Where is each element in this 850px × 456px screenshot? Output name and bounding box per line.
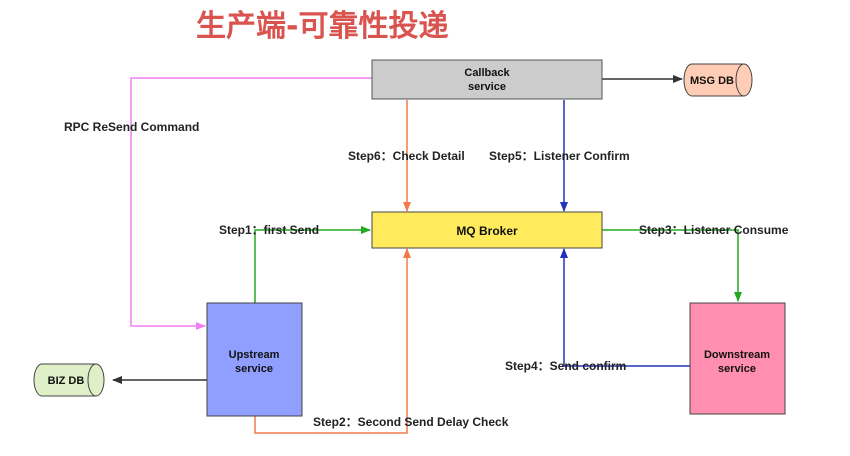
msg-db-cylinder-face bbox=[735, 63, 745, 97]
mq-broker-node: MQ Broker bbox=[371, 211, 603, 249]
downstream-service-label-line1: Downstream bbox=[704, 349, 770, 361]
callback-service-box bbox=[371, 59, 603, 100]
step6-label: Step6：Check Detail bbox=[348, 149, 465, 163]
upstream-service-node: Upstream service bbox=[206, 302, 303, 417]
downstream-service-box bbox=[689, 302, 786, 415]
step4-connector bbox=[560, 248, 690, 367]
step5-label: Step5：Listener Confirm bbox=[489, 149, 630, 163]
rpc-resend-connector bbox=[130, 77, 372, 330]
step3-connector bbox=[602, 229, 742, 302]
diagram-title: 生产端-可靠性投递 bbox=[196, 9, 448, 44]
upstream-service-label-line2: service bbox=[235, 363, 273, 375]
step3-label: Step3：Listener Consume bbox=[639, 223, 789, 237]
biz-db-node: BIZ DB bbox=[33, 363, 105, 397]
step1-label: Step1：first Send bbox=[219, 223, 319, 237]
rpc-resend-label: RPC ReSend Command bbox=[64, 120, 199, 134]
step4-label: Step4：Send confirm bbox=[505, 359, 626, 373]
upstream-service-box bbox=[206, 302, 303, 417]
upstream-service-label-line1: Upstream bbox=[229, 349, 280, 361]
step2-connector bbox=[254, 248, 411, 434]
downstream-service-label-line2: service bbox=[718, 363, 756, 375]
callback-service-label-line2: service bbox=[468, 81, 506, 93]
callback-service-label-line1: Callback bbox=[464, 67, 510, 79]
mq-broker-box bbox=[371, 211, 603, 249]
step2-label: Step2：Second Send Delay Check bbox=[313, 415, 509, 429]
mq-broker-label: MQ Broker bbox=[456, 224, 518, 238]
downstream-service-node: Downstream service bbox=[689, 302, 786, 415]
callback-service-node: Callback service bbox=[371, 59, 603, 100]
step1-connector bbox=[254, 226, 371, 303]
msg-db-node: MSG DB bbox=[683, 63, 753, 97]
biz-db-cylinder-face bbox=[87, 363, 97, 397]
biz-db-label: BIZ DB bbox=[48, 375, 85, 387]
msg-db-label: MSG DB bbox=[690, 75, 734, 87]
